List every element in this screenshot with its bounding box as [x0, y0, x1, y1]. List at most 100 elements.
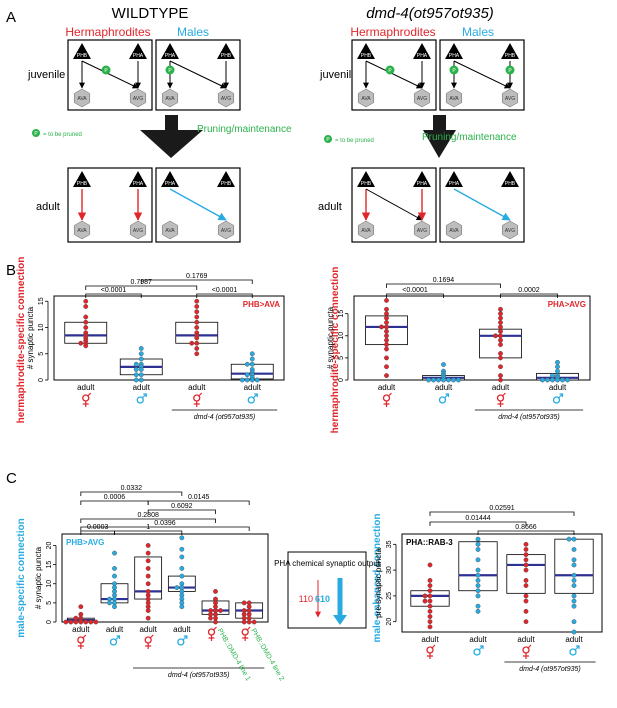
- plotC2-point-2-4: [523, 562, 529, 568]
- wt-adult-male-left-sensory-label: PHA: [165, 181, 176, 187]
- plotB1-point-0-0: [83, 298, 89, 304]
- mut-adult-male-left-sensory-label: PHA: [449, 181, 460, 187]
- plotC1-sex-0-herm-symbol-cross: [77, 634, 87, 649]
- plotB2-point-3-11: [540, 377, 545, 383]
- plotC2-point-0-9: [427, 608, 433, 614]
- plotC1-sex-2-herm-symbol-cross: [145, 634, 154, 649]
- wt-juvenile-herm-p0-prune-letter: P: [104, 68, 108, 74]
- plotC2-group-label: dmd-4 (ot957ot935): [519, 666, 580, 673]
- plotB2-point-0-4: [384, 320, 389, 325]
- plotB1-bracket-0: [85, 285, 198, 290]
- plotC1-point-0-11: [93, 619, 99, 625]
- plotB1-ylabel: # synaptic puncta: [26, 306, 35, 369]
- plotB1-point-1-0: [138, 346, 144, 351]
- plotC1-point-2-11: [145, 608, 151, 613]
- big-arrow-mut: [423, 115, 456, 158]
- plotB2-point-3-2: [555, 368, 560, 374]
- panel-c-letter: C: [6, 470, 17, 487]
- plotC1-pvalue-7: 1: [146, 524, 150, 531]
- plotB2-point-3-4: [550, 373, 555, 378]
- mut-juvenile-male-left-sensory-label: PHA: [449, 53, 460, 59]
- plotC2-point-3-8: [571, 593, 577, 599]
- plotC2-pvalue-2: 0.8666: [515, 524, 537, 531]
- juvenile-label-mut: juvenile: [319, 69, 357, 81]
- mut-juvenile-male-p0-prune-mark: [449, 65, 459, 75]
- mut-adult-herm-ava-label: AVA: [361, 228, 371, 234]
- plotC2-point-0-11: [427, 619, 433, 625]
- mut-juvenile-herm-ava-hexagon: [357, 88, 375, 108]
- plotB1-ytick-label-1: 5: [38, 352, 45, 356]
- plotC2-point-2-6: [523, 578, 529, 583]
- plotC2-bracket-2: [477, 530, 575, 535]
- plotC1-point-3-2: [179, 554, 185, 560]
- plotC1-point-0-7: [83, 619, 89, 625]
- plotB2-pvalue-1: <0.0001: [402, 287, 428, 294]
- plotC2-point-1-3: [475, 557, 481, 563]
- plotC2-point-0-0: [427, 562, 433, 568]
- plotC1-sex-1-male-symbol-arrow: [115, 635, 121, 641]
- plotB2-point-0-13: [384, 364, 389, 370]
- plotC1-point-0-5: [78, 619, 84, 625]
- mut-adult-male-avg-label: AVG: [505, 228, 515, 234]
- plotB2-sex-0-herm-symbol-cross: [383, 392, 392, 407]
- plotC2-sex-0-herm-symbol-cross: [427, 644, 436, 659]
- plotC2-point-3-1: [566, 536, 572, 542]
- plotC1-point-3-4: [179, 573, 185, 579]
- plotC1-point-0-0: [78, 604, 84, 610]
- plotC2-point-0-7: [422, 598, 428, 604]
- plotB1-point-1-11: [133, 377, 139, 383]
- plotC2-sex-3-male-symbol-arrow: [574, 645, 580, 651]
- plotC2-point-1-7: [475, 583, 481, 588]
- plotC2-bracket-1: [429, 521, 527, 526]
- wt-adult-male-avg-hexagon: [217, 220, 235, 240]
- plotB1-point-1-4: [133, 361, 139, 367]
- wt-adult-herm-left-sensory-triangle: [73, 171, 91, 187]
- plotC2-pvalue-1: 0.01444: [465, 515, 490, 522]
- plotB2-bracket-2: [500, 293, 558, 298]
- male-label-mut: Males: [462, 25, 494, 39]
- plotB1-point-3-2: [249, 361, 255, 367]
- plotC2-point-2-8: [523, 593, 529, 599]
- plotC1-point-2-0: [145, 543, 151, 548]
- plotB1-point-2-10: [189, 340, 195, 346]
- plotB2-sex-2-herm-symbol-cross: [497, 392, 506, 407]
- juvenile-label-wt: juvenile: [27, 69, 65, 81]
- plotC2-point-3-7: [571, 583, 577, 588]
- plotC1-xlabel-1: adult: [106, 625, 124, 634]
- wt-juvenile-male-right-sensory-label: PHB: [221, 53, 232, 59]
- plotB2-point-1-9: [451, 377, 456, 383]
- plotC2-point-0-4: [427, 593, 433, 599]
- plotB2-point-0-3: [384, 315, 389, 321]
- plotC1-bracket-2: [147, 500, 250, 505]
- plotC2-ylabel: pre-synaptic puncta: [374, 548, 383, 618]
- plotB1-point-1-8: [138, 372, 144, 378]
- plotC2-point-3-11: [571, 619, 577, 625]
- plotB1-point-0-1: [83, 304, 89, 309]
- plotB2-frame: [353, 295, 591, 381]
- plotC1-transgene-label-1: PHB::DMD-4 line 2: [249, 628, 285, 683]
- plotC2-xlabel-0: adult: [421, 635, 439, 644]
- mut-juvenile-male-arrow-1: [453, 60, 511, 89]
- plotB1-point-0-10: [78, 340, 84, 346]
- plotC1-ytick-label-3: 15: [46, 561, 53, 569]
- plotC2-point-3-4: [571, 562, 577, 568]
- plotB2-point-0-14: [384, 373, 389, 378]
- plotC1-pvalue-6: 0.0003: [87, 524, 109, 531]
- plotC2-xlabel-1: adult: [469, 635, 487, 644]
- plotC1-pvalue-1: 0.0006: [104, 494, 126, 501]
- plotB2-point-2-9: [498, 342, 503, 348]
- plotC2-point-1-9: [475, 593, 481, 599]
- plotB2-point-3-7: [550, 377, 555, 383]
- plotC1-pvalue-4: 0.2808: [137, 512, 159, 519]
- plotB2-point-1-8: [431, 377, 436, 383]
- plotB2-point-1-10: [426, 377, 431, 383]
- plotB2-bracket-0: [386, 283, 501, 288]
- plotC2-point-0-5: [422, 593, 428, 599]
- male-label-wt: Males: [177, 25, 209, 39]
- wt-juvenile-male-arrow-1: [169, 60, 227, 89]
- plotB2-ytick-label-1: 5: [338, 356, 345, 360]
- plotB2-xlabel-2: adult: [492, 383, 510, 392]
- plotC2-point-0-3: [427, 588, 433, 594]
- mut-juvenile-herm-right-sensory-label: PHA: [417, 53, 428, 59]
- plotC1-sex-3-male-symbol-circle: [177, 638, 185, 646]
